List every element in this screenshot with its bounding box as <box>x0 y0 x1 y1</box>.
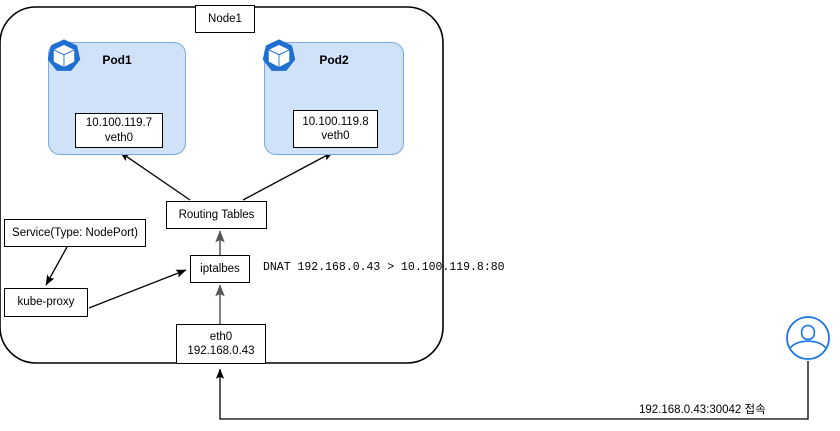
pod1-title: Pod1 <box>102 53 132 67</box>
pod1-veth-box: 10.100.119.7 veth0 <box>75 113 163 148</box>
node-label: Node1 <box>208 12 242 25</box>
arrow-routing-to-pod2 <box>242 151 334 201</box>
eth0-box: eth0 192.168.0.43 <box>176 324 266 364</box>
kubernetes-icon <box>47 39 81 71</box>
kubernetes-icon <box>262 39 296 71</box>
pod2-veth-box: 10.100.119.8 veth0 <box>293 110 378 148</box>
iptables-label: iptalbes <box>200 262 240 275</box>
routing-tables-label: Routing Tables <box>178 208 255 221</box>
pod2-veth-ip: 10.100.119.8 <box>302 115 369 128</box>
client-caption: 192.168.0.43:30042 접속 <box>639 404 766 416</box>
service-label: Service(Type: NodePort) <box>12 226 138 239</box>
pod2-title: Pod2 <box>319 53 349 67</box>
eth0-ip: 192.168.0.43 <box>187 345 255 357</box>
eth0-name: eth0 <box>209 330 233 343</box>
kube-proxy-box: kube-proxy <box>4 288 88 317</box>
iptables-box: iptalbes <box>190 255 250 283</box>
routing-tables-box: Routing Tables <box>166 201 267 229</box>
pod1-veth-iface: veth0 <box>104 131 134 144</box>
arrow-kubeproxy-to-iptables <box>88 269 187 309</box>
dnat-note: DNAT 192.168.0.43 > 10.100.119.8:80 <box>263 261 505 274</box>
pod1-veth-ip: 10.100.119.7 <box>85 117 153 130</box>
kube-proxy-label: kube-proxy <box>17 296 75 309</box>
service-box: Service(Type: NodePort) <box>4 219 146 247</box>
node-label-box: Node1 <box>195 5 255 33</box>
user-icon <box>786 316 830 360</box>
pod2-veth-iface: veth0 <box>321 130 350 142</box>
arrow-routing-to-pod1 <box>119 151 191 201</box>
arrow-service-to-kubeproxy <box>45 246 68 286</box>
